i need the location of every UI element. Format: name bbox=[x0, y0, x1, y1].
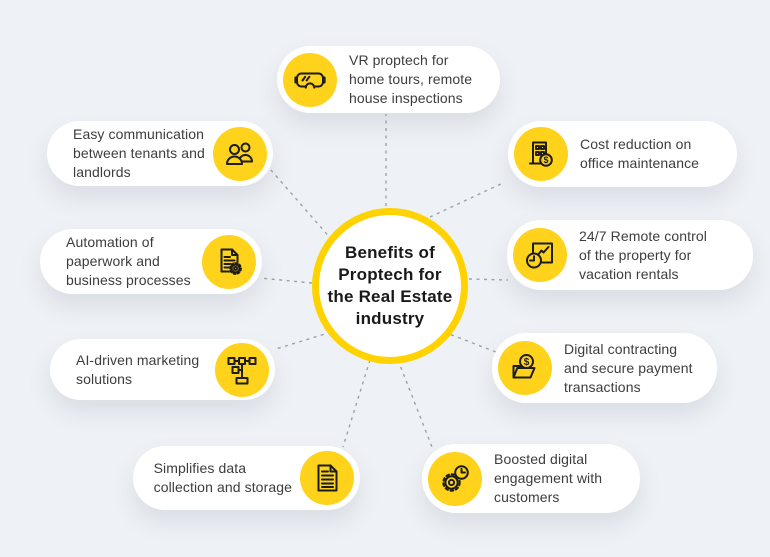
diagram-title: Benefits of Proptech for the Real Estate… bbox=[328, 242, 453, 330]
card-text-line: customers bbox=[494, 489, 560, 505]
card-text-line: between tenants and bbox=[73, 145, 205, 161]
vr-headset-icon bbox=[283, 52, 337, 107]
card-text: VR proptech for home tours, remote house… bbox=[349, 51, 472, 108]
card-text-line: and secure payment bbox=[564, 359, 693, 376]
card-text-line: collection and storage bbox=[153, 479, 292, 495]
building-dollar-icon: $ bbox=[514, 127, 568, 181]
card-text: AI-driven marketing solutions bbox=[76, 351, 199, 389]
card-text-line: office maintenance bbox=[580, 155, 700, 171]
card-text-line: Boosted digital bbox=[494, 451, 588, 467]
card-text: Boosted digital engagement with customer… bbox=[494, 450, 602, 507]
card-text-line: engagement with bbox=[494, 470, 603, 486]
card-digital-contracting: $ Digital contracting and secure payment… bbox=[492, 333, 717, 403]
svg-text:$: $ bbox=[543, 155, 548, 165]
card-text-line: 24/7 Remote control bbox=[579, 227, 707, 244]
document-gear-icon bbox=[202, 234, 256, 289]
card-text-line: solutions bbox=[76, 370, 133, 387]
folder-dollar-icon: $ bbox=[498, 341, 552, 395]
svg-text:$: $ bbox=[524, 357, 530, 368]
card-text: Simplifies data collection and storage bbox=[154, 459, 292, 497]
card-text-line: business processes bbox=[66, 272, 191, 288]
card-text-line: house inspections bbox=[349, 90, 463, 106]
card-ai-marketing: AI-driven marketing solutions bbox=[50, 339, 275, 400]
card-text-line: VR proptech for bbox=[349, 52, 449, 68]
card-text-line: Easy communication bbox=[73, 126, 204, 142]
card-text: 24/7 Remote control of the property for … bbox=[579, 227, 707, 284]
card-text-line: landlords bbox=[73, 164, 131, 180]
clock-chart-icon bbox=[513, 228, 567, 282]
card-text-line: paperwork and bbox=[66, 253, 160, 269]
card-text: Cost reduction on office maintenance bbox=[580, 135, 699, 173]
sitemap-icon bbox=[215, 342, 269, 397]
card-text: Automation of paperwork and business pro… bbox=[66, 233, 191, 290]
card-text: Digital contracting and secure payment t… bbox=[564, 340, 693, 397]
center-title-circle: Benefits of Proptech for the Real Estate… bbox=[312, 208, 468, 364]
card-text-line: home tours, remote bbox=[349, 71, 473, 87]
title-line: the Real Estate bbox=[327, 287, 453, 306]
card-vr-proptech: VR proptech for home tours, remote house… bbox=[277, 46, 500, 113]
card-text-line: of the property for bbox=[579, 246, 692, 263]
card-text-line: Simplifies data bbox=[153, 460, 247, 476]
card-digital-engagement: Boosted digital engagement with customer… bbox=[422, 444, 640, 513]
card-text-line: transactions bbox=[564, 378, 641, 395]
card-data-collection: Simplifies data collection and storage bbox=[133, 446, 360, 510]
card-text-line: Automation of bbox=[66, 234, 154, 250]
title-line: Proptech for bbox=[338, 265, 442, 284]
card-cost-reduction: $ Cost reduction on office maintenance bbox=[508, 121, 737, 187]
title-line: industry bbox=[355, 309, 425, 328]
card-text-line: vacation rentals bbox=[579, 265, 679, 282]
users-icon bbox=[213, 126, 267, 181]
card-text-line: Digital contracting bbox=[564, 340, 678, 357]
card-easy-communication: Easy communication between tenants and l… bbox=[47, 121, 273, 186]
title-line: Benefits of bbox=[344, 243, 436, 262]
gear-clock-icon bbox=[428, 451, 482, 506]
card-text: Easy communication between tenants and l… bbox=[73, 125, 205, 182]
card-text-line: AI-driven marketing bbox=[76, 351, 200, 368]
document-icon bbox=[300, 451, 354, 505]
card-remote-control: 24/7 Remote control of the property for … bbox=[507, 220, 753, 290]
card-text-line: Cost reduction on bbox=[580, 136, 692, 152]
card-automation-paperwork: Automation of paperwork and business pro… bbox=[40, 229, 262, 294]
